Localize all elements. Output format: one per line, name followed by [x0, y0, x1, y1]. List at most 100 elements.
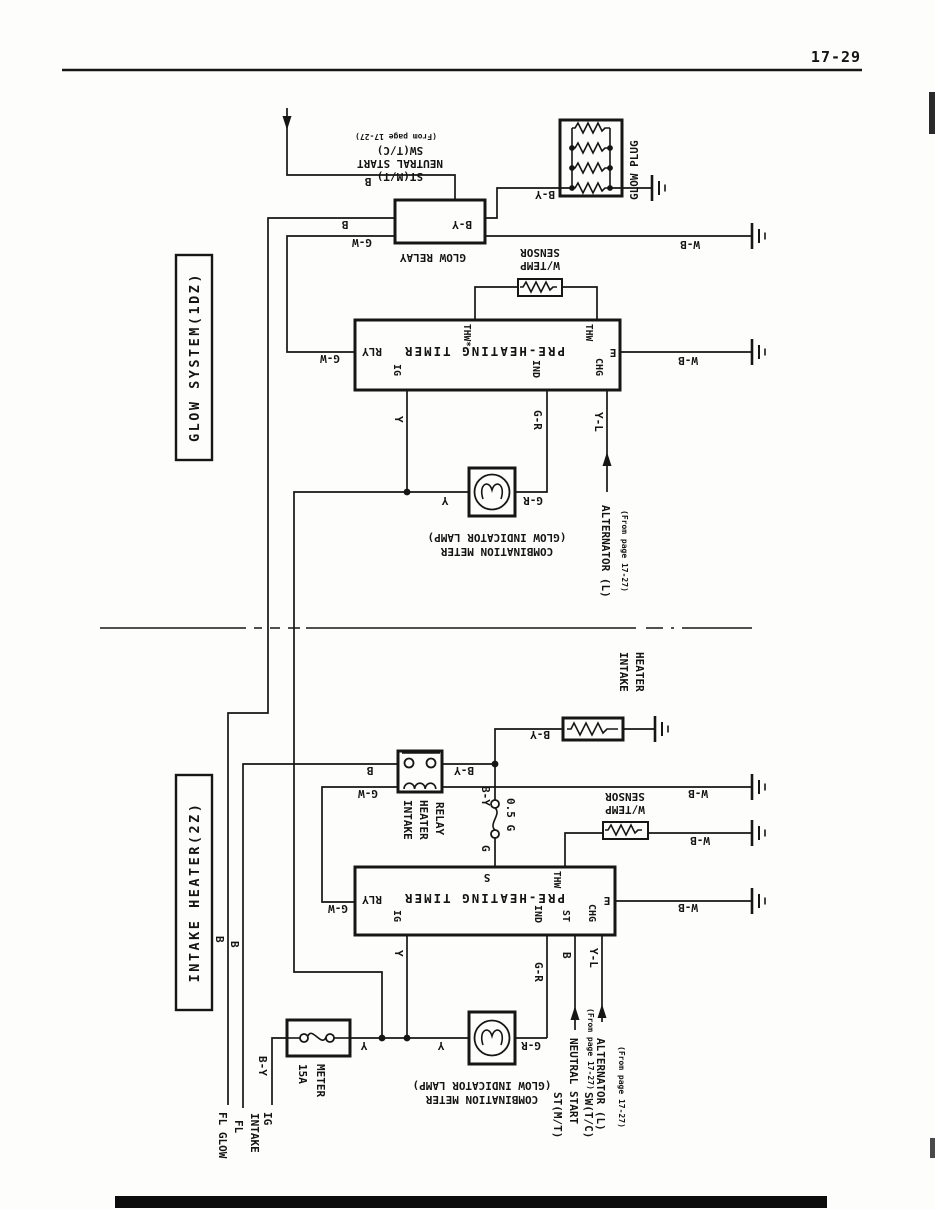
intake-heater-section: INTAKE HEATER(2Z): [174, 652, 767, 1159]
relay-contact-icon: [425, 757, 437, 769]
heater-box: [561, 716, 625, 742]
terminal-s: S: [484, 871, 491, 884]
wire-segment: [321, 786, 398, 903]
glow-plug-label: GLOW PLUG: [628, 140, 641, 200]
source-fl-line1: FL: [232, 1120, 245, 1134]
glow-plug-box: [558, 118, 624, 198]
wire-label-b: B: [228, 941, 241, 948]
intake-heater-title-box: [174, 773, 214, 1012]
wire-label-b: B: [560, 952, 573, 959]
from-page-note: (From page 17-27): [620, 510, 629, 592]
relay-coil-icon: [403, 782, 437, 790]
resistor-icon: [605, 823, 642, 837]
wire-label-by: B-Y: [479, 786, 492, 806]
lamp-box: [467, 1010, 517, 1066]
wire-label-g: G: [479, 845, 492, 852]
fusible-link: B-Y 0.5 G G: [479, 786, 517, 852]
wire-label-wb: W-B: [680, 238, 700, 251]
page-number: 17-29: [811, 48, 861, 66]
fuse-label-line2: METER: [314, 1064, 327, 1097]
junction-dot: [491, 760, 499, 768]
wire-label-gw: G-W: [320, 352, 340, 365]
indicator-lamp-icon: [473, 473, 511, 511]
fusible-link-label: 0.5 G: [504, 798, 517, 831]
ground-icon: [750, 886, 767, 916]
link-terminal-icon: [490, 829, 500, 839]
wire-segment: [293, 491, 407, 1038]
wire-label-wb: W-B: [678, 901, 698, 914]
relay-label-line2: HEATER: [417, 800, 430, 840]
junction-dot: [607, 185, 613, 191]
sensor-label-line2: SENSOR: [605, 790, 645, 803]
glow-system-title-box: [174, 253, 214, 462]
page-header: 17-29: [62, 48, 862, 72]
wire-label-y: Y: [441, 494, 448, 507]
destination-labels: ST(M/T) NEUTRAL START (From page 17-27) …: [551, 1008, 626, 1138]
junction-dot: [569, 185, 575, 191]
glow-wires: [227, 108, 752, 1105]
relay-box: [396, 749, 444, 794]
terminal-thw-star: THW*: [461, 324, 472, 347]
resistor-icon: [567, 721, 618, 737]
sensor-box: [517, 278, 563, 297]
meter-label-line2: (GLOW INDICATOR LAMP): [427, 531, 566, 544]
alternator-label-1: ALTERNATOR (L) (From page 17-27): [599, 505, 629, 598]
resistor-icon: [572, 121, 610, 135]
timer-label: PRE-HEATING TIMER: [403, 891, 565, 906]
sensor-label-line1: W/TEMP: [520, 259, 560, 272]
meter-label-line2: (GLOW INDICATOR LAMP): [412, 1079, 551, 1092]
scan-edge-mark: [930, 1138, 935, 1158]
resistor-icon: [572, 141, 610, 155]
source-ig: IG: [261, 1112, 274, 1126]
terminal-e: E: [604, 894, 611, 907]
dest-sw-tc: SW(T/C): [582, 1092, 595, 1138]
link-wire: [492, 807, 498, 831]
water-temp-sensor-1: SENSOR W/TEMP: [517, 246, 563, 297]
wire-segment: [227, 217, 395, 1105]
heater-label-line2: HEATER: [633, 652, 646, 692]
terminal-rly: RLY: [362, 893, 382, 906]
from-page-note: (From page 17-27): [617, 1046, 626, 1128]
ground-icon: [750, 337, 767, 367]
glow-relay-box: [393, 198, 487, 245]
combination-meter-2: (GLOW INDICATOR LAMP) COMBINATION METER: [412, 1010, 552, 1106]
terminal-e: E: [610, 346, 617, 359]
lamp-filament: [481, 1029, 503, 1046]
terminal-chg: CHG: [586, 904, 597, 922]
wire-segment: [286, 235, 395, 353]
wire-label-y: Y: [392, 950, 405, 957]
intake-heater-element: INTAKE HEATER: [561, 652, 646, 742]
wire-label-yl: Y-L: [587, 948, 600, 968]
terminal-ind: IND: [532, 905, 543, 923]
timer-box: [353, 865, 617, 937]
resistor-icon: [572, 161, 610, 175]
wire-segment: [286, 108, 456, 200]
meter-label-line1: COMBINATION METER: [440, 545, 553, 558]
resistor-icon: [520, 280, 557, 294]
wire-segment: [242, 763, 398, 1108]
wire-label-b: B: [213, 936, 226, 943]
wire-label-gw: G-W: [328, 902, 348, 915]
terminal-thw: THW: [551, 871, 562, 888]
fuse-element-icon: [307, 1032, 327, 1041]
scan-artifacts: [115, 92, 935, 1208]
fuse-terminal-icon: [299, 1033, 309, 1043]
intake-heater-title: INTAKE HEATER(2Z): [187, 802, 203, 983]
resistor-icon: [572, 181, 610, 195]
wire-label-by: B-Y: [452, 218, 472, 231]
sensor-label-line1: W/TEMP: [605, 803, 645, 816]
dest-neutral-start: NEUTRAL START: [567, 1038, 580, 1124]
fuse-terminal-icon: [325, 1033, 335, 1043]
wire-label-y: Y: [360, 1039, 367, 1052]
meter-label-line1: COMBINATION METER: [425, 1093, 538, 1106]
wire-label-b: B: [366, 764, 373, 777]
neutral-start-label-top: ST(M/T) NEUTRAL START SW(T/C) (From page…: [355, 132, 443, 183]
indicator-lamp-icon: [473, 1019, 511, 1057]
glow-relay-label: GLOW RELAY: [400, 251, 467, 264]
wire-label-wb: W-B: [690, 834, 710, 847]
wire-segment: [485, 187, 572, 219]
arrow-up-icon: [602, 452, 612, 466]
lamp-box: [467, 466, 517, 518]
